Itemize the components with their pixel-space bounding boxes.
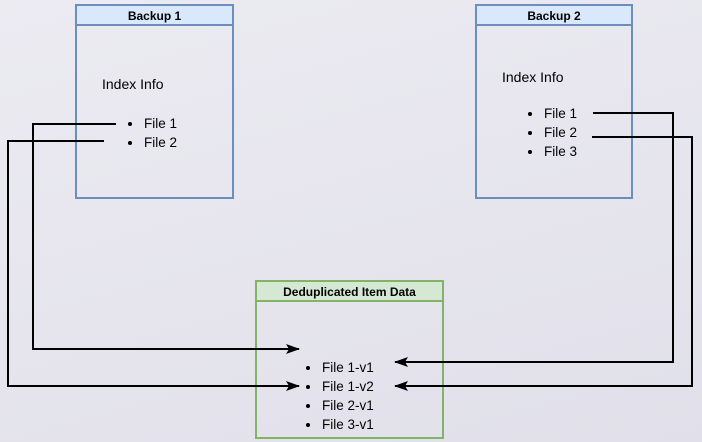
list-item: File 3-v1 <box>306 415 374 434</box>
list-item: File 2-v1 <box>306 396 374 415</box>
bullet-icon <box>306 365 310 370</box>
backup2-title: Backup 2 <box>477 6 631 26</box>
list-item: File 1-v2 <box>306 377 374 396</box>
list-item: File 1-v1 <box>306 358 374 377</box>
backup2-file-list: File 1 File 2 File 3 <box>528 104 577 161</box>
bullet-icon <box>306 384 310 389</box>
backup2-index-info-label: Index Info <box>502 69 564 85</box>
backup1-index-info-label: Index Info <box>102 76 164 92</box>
backup1-title: Backup 1 <box>77 6 232 26</box>
bullet-icon <box>128 121 132 126</box>
list-item: File 1 <box>128 114 177 133</box>
backup1-box: Backup 1 Index Info File 1 File 2 <box>75 4 234 199</box>
file-label: File 1 <box>144 116 178 131</box>
bullet-icon <box>128 140 132 145</box>
file-label: File 2 <box>144 135 178 150</box>
backup1-file-list: File 1 File 2 <box>128 114 177 152</box>
list-item: File 1 <box>528 104 577 123</box>
bullet-icon <box>306 422 310 427</box>
file-version-label: File 3-v1 <box>322 417 374 432</box>
file-label: File 3 <box>544 144 578 159</box>
file-version-label: File 1-v1 <box>322 360 374 375</box>
file-version-label: File 2-v1 <box>322 398 374 413</box>
dedup-item-list: File 1-v1 File 1-v2 File 2-v1 File 3-v1 <box>306 358 374 434</box>
deduplicated-item-data-title: Deduplicated Item Data <box>257 282 442 302</box>
bullet-icon <box>528 130 532 135</box>
list-item: File 2 <box>528 123 577 142</box>
list-item: File 2 <box>128 133 177 152</box>
list-item: File 3 <box>528 142 577 161</box>
backup2-box: Backup 2 Index Info File 1 File 2 File 3 <box>475 4 633 199</box>
file-label: File 1 <box>544 106 578 121</box>
bullet-icon <box>306 403 310 408</box>
bullet-icon <box>528 149 532 154</box>
bullet-icon <box>528 111 532 116</box>
file-label: File 2 <box>544 125 578 140</box>
file-version-label: File 1-v2 <box>322 379 374 394</box>
deduplicated-item-data-box: Deduplicated Item Data File 1-v1 File 1-… <box>255 280 444 439</box>
